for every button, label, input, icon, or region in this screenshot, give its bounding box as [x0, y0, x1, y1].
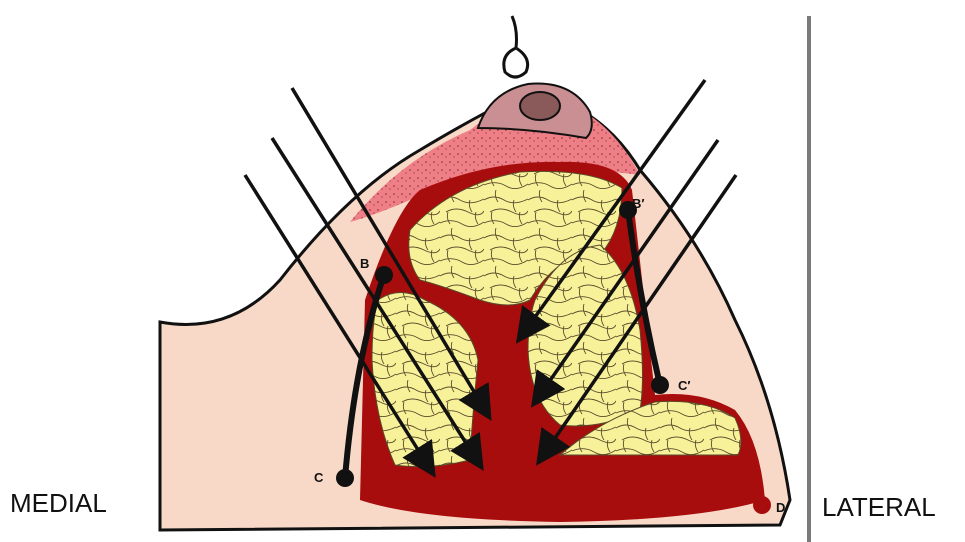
label-c-prime: C′	[678, 378, 691, 393]
point-d-dot	[753, 496, 771, 514]
nipple	[520, 92, 560, 120]
label-b-prime: B′	[632, 196, 645, 211]
label-b: B	[360, 256, 369, 271]
label-c: C	[314, 470, 324, 485]
label-d: D	[776, 500, 785, 515]
lateral-label: LATERAL	[822, 492, 936, 523]
medial-label: MEDIAL	[10, 488, 107, 519]
point-c-dot	[336, 469, 354, 487]
hook-icon	[504, 16, 528, 77]
point-c-prime-dot	[651, 376, 669, 394]
point-b-dot	[375, 266, 393, 284]
medial-lateral-divider	[807, 16, 811, 542]
